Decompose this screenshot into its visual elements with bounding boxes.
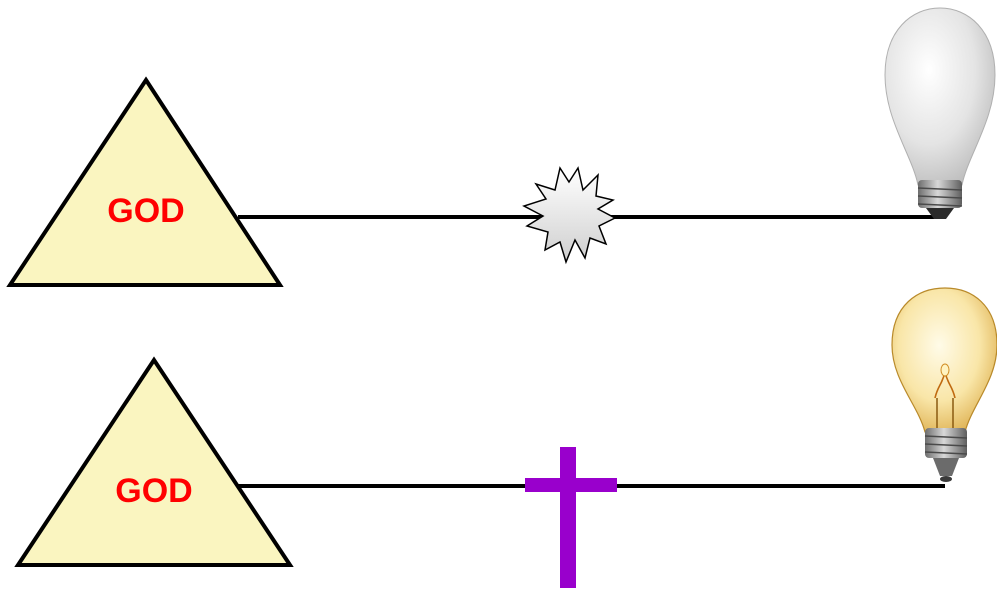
row-2: GOD xyxy=(18,288,997,588)
triangle-row-1 xyxy=(10,80,280,285)
god-label-row-2: GOD xyxy=(115,472,192,510)
god-label-row-1: GOD xyxy=(107,192,184,230)
cross-icon xyxy=(525,447,617,588)
light-bulb-on-icon xyxy=(892,288,997,482)
triangle-row-2 xyxy=(18,360,290,565)
row-1: GOD xyxy=(10,8,995,285)
light-bulb-off-icon xyxy=(885,8,995,219)
